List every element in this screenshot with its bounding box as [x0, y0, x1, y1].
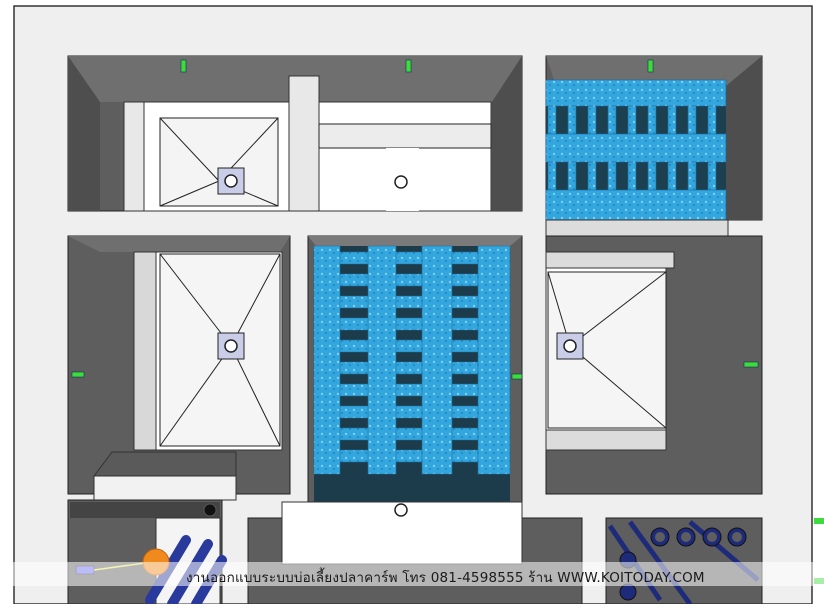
- filter-chamber-centre: [307, 235, 523, 519]
- settling-chamber-top: [67, 55, 523, 212]
- contact-caption: งานออกแบบระบบบ่อเลี้ยงปลาคาร์พ โทร 081-4…: [186, 570, 705, 586]
- settling-chamber-right: [545, 235, 763, 495]
- sump-bottom-centre: [247, 501, 583, 605]
- pump-chamber-bottom-left: [67, 499, 227, 608]
- caption-strip: [0, 562, 824, 586]
- filter-chamber-top-right: [545, 55, 763, 237]
- settling-chamber-left: [67, 235, 291, 501]
